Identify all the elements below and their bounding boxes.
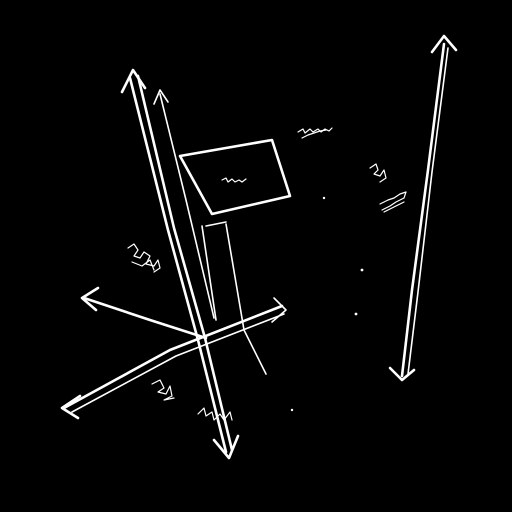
crossing-arrowhead-left <box>60 394 82 420</box>
left-arrow-shaft <box>82 296 208 340</box>
crossing-shaft-double <box>71 313 285 413</box>
stray-dot-3 <box>290 408 294 412</box>
stray-dot-2 <box>354 312 358 316</box>
inner-parallel-shaft <box>159 93 215 319</box>
left-scribble-label <box>127 243 161 273</box>
support-line-right <box>225 223 267 375</box>
crossing-arrowhead-right <box>271 297 287 323</box>
right-arrowhead-top <box>430 34 458 54</box>
left-scribble-glyphs <box>127 243 161 273</box>
inner-parallel-arrowhead-top <box>153 89 169 105</box>
right-vertical-arrow <box>388 34 458 382</box>
main-diagonal-shaft-double <box>136 74 234 452</box>
upper-box-outline <box>178 138 292 216</box>
upper-box <box>178 138 292 216</box>
stray-dot-1 <box>360 268 364 272</box>
right-scribble-lower-2 <box>383 201 405 213</box>
top-scribble-glyphs-2 <box>301 129 327 139</box>
crossing-arrow <box>60 297 287 420</box>
lower-scribble-label <box>151 379 175 401</box>
right-arrow-shaft-double <box>407 47 449 375</box>
left-pointing-arrow <box>80 286 208 340</box>
crossing-shaft <box>62 304 284 410</box>
box-support-lines <box>201 221 267 375</box>
inner-parallel-arrow <box>153 89 215 319</box>
support-line-left <box>201 225 217 321</box>
main-diagonal-arrow <box>120 68 240 460</box>
support-line-join <box>205 221 227 227</box>
right-arrowhead-bottom <box>388 366 416 382</box>
lower-scribble-glyphs <box>151 379 175 401</box>
bottom-scribble-label <box>197 407 233 421</box>
top-scribble-label <box>297 127 333 139</box>
main-diagonal-arrowhead-top <box>120 68 147 94</box>
left-arrow-arrowhead <box>80 286 100 312</box>
right-scribble-upper <box>369 163 387 183</box>
top-scribble-glyphs <box>297 127 333 134</box>
right-arrow-shaft <box>400 42 446 378</box>
main-diagonal-arrowhead-bottom <box>212 434 240 460</box>
stray-dot-4 <box>322 196 326 200</box>
upper-box-scribble <box>221 177 247 183</box>
right-scribble-labels <box>369 163 407 213</box>
main-diagonal-shaft <box>128 76 228 454</box>
left-scribble-glyphs-2 <box>131 259 155 271</box>
stray-marks <box>290 196 364 412</box>
right-scribble-lower <box>379 191 407 211</box>
bottom-scribble-glyphs <box>197 407 233 421</box>
